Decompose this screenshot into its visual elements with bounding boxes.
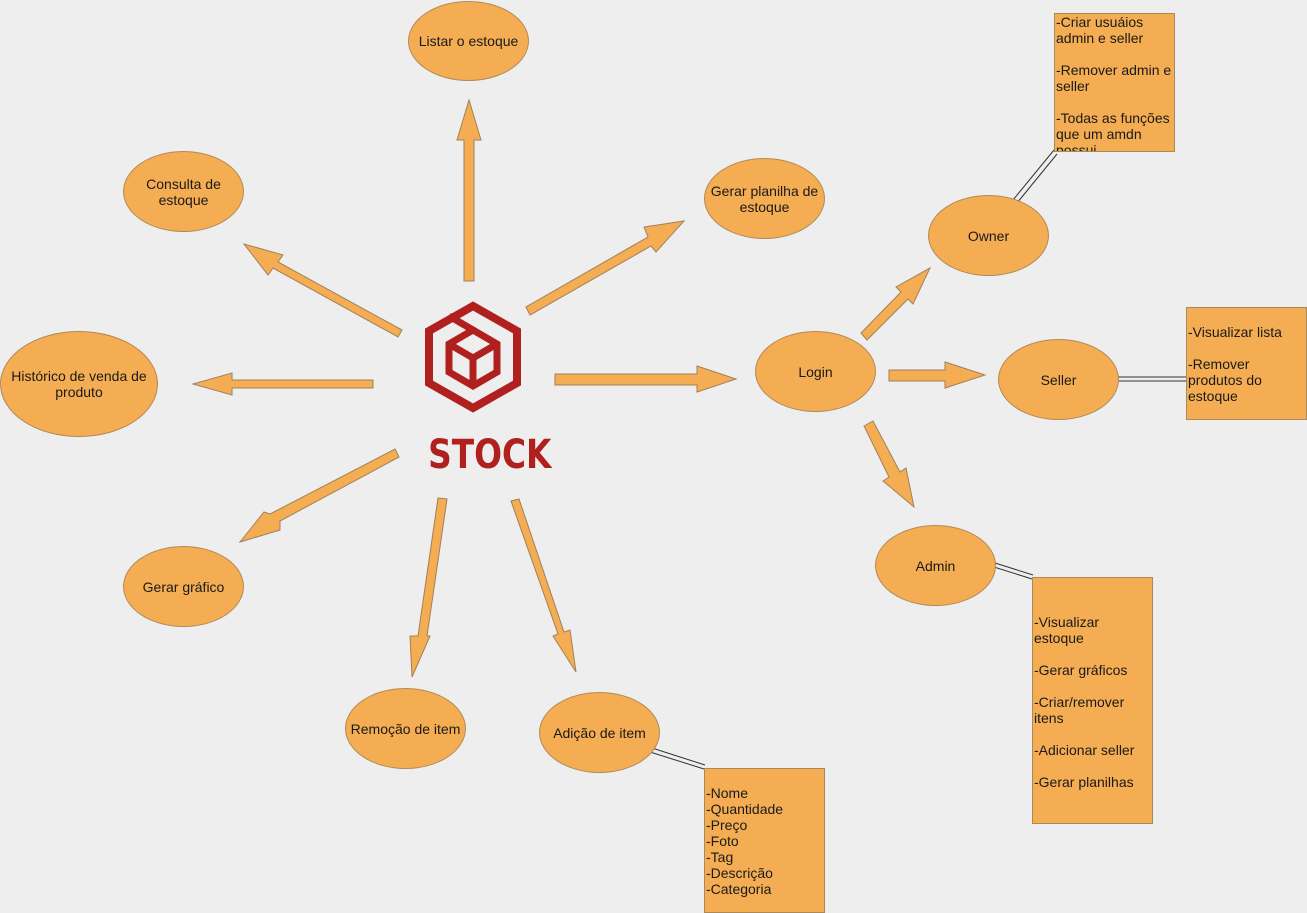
node-login[interactable]: Login (755, 331, 876, 412)
node-consulta[interactable]: Consulta de estoque (123, 151, 244, 232)
node-owner[interactable]: Owner (928, 195, 1049, 276)
note-adicao: -Nome -Quantidade -Preço -Foto -Tag -Des… (704, 768, 825, 913)
arrow-login-admin (863, 420, 915, 509)
note-admin: -Visualizar estoque -Gerar gráficos -Cri… (1032, 577, 1153, 824)
brand-name: STOCK (428, 432, 552, 478)
arrow-to-gerar-grafico (238, 448, 400, 543)
arrow-to-login (554, 365, 738, 393)
arrow-to-gerar-planilha (525, 220, 686, 316)
node-gerar-planilha[interactable]: Gerar planilha de estoque (704, 158, 825, 239)
node-remocao[interactable]: Remoção de item (345, 688, 466, 769)
node-seller[interactable]: Seller (998, 339, 1119, 420)
arrow-to-listar (456, 98, 482, 282)
arrow-to-adicao (510, 498, 577, 673)
arrow-login-owner (860, 266, 932, 341)
node-admin[interactable]: Admin (875, 525, 996, 606)
node-adicao[interactable]: Adição de item (539, 692, 660, 773)
node-gerar-grafico[interactable]: Gerar gráfico (123, 546, 244, 627)
arrow-to-remocao (409, 497, 448, 678)
arrow-to-consulta (242, 243, 403, 338)
node-historico[interactable]: Histórico de venda de produto (0, 331, 158, 437)
note-owner: -Criar usuáios admin e seller -Remover a… (1054, 13, 1175, 152)
arrow-login-seller (888, 361, 987, 389)
stock-logo-icon (425, 301, 521, 413)
note-seller: -Visualizar lista -Remover produtos do e… (1186, 307, 1307, 420)
arrow-to-historico (191, 372, 374, 396)
node-listar[interactable]: Listar o estoque (408, 1, 529, 81)
